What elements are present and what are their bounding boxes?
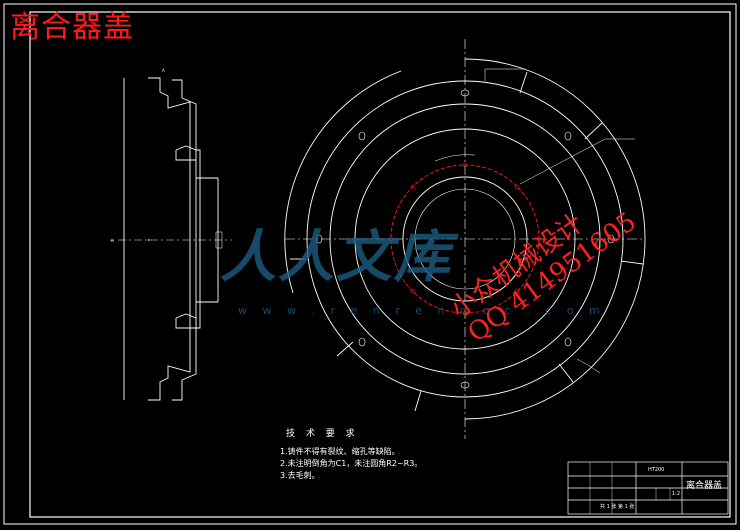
tech-note: 3.去毛刺。 <box>280 471 320 480</box>
title-block-scale: 1:2 <box>672 491 681 497</box>
svg-text:A: A <box>162 68 165 73</box>
title-block-part-name: 离合器盖 <box>686 481 723 491</box>
inner-frame <box>29 11 731 518</box>
technical-requirements: 技 术 要 求 1.铸件不得有裂纹、缩孔等缺陷。 2.未注明倒角为C1，未注圆角… <box>280 428 422 482</box>
tech-note: 1.铸件不得有裂纹、缩孔等缺陷。 <box>280 447 400 456</box>
title-block <box>567 461 729 515</box>
drawing-title: 离合器盖 <box>10 10 134 45</box>
watermark-logo: 人人文库 <box>220 224 452 290</box>
tech-note: 2.未注明倒角为C1，未注圆角R2~R3。 <box>280 459 423 468</box>
tech-heading: 技 术 要 求 <box>286 429 359 439</box>
top-view <box>284 39 646 439</box>
watermark-url: w w w . r e n r e n d o c . c o m <box>238 304 606 317</box>
title-block-material: HT200 <box>648 467 665 473</box>
section-view: A Φ <box>110 68 232 401</box>
outer-frame <box>3 3 737 525</box>
title-block-sheet: 第 1 张 <box>618 504 635 510</box>
svg-text:Φ: Φ <box>110 239 115 242</box>
title-block-sheet-total: 共 1 张 <box>600 504 617 510</box>
